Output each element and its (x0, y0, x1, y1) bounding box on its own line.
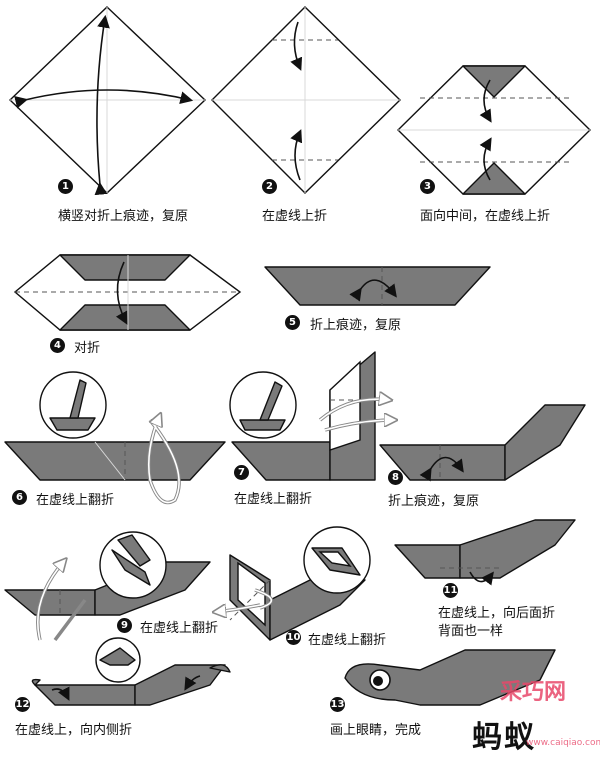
step3-number: 3 (420, 179, 435, 194)
step8-number: 8 (388, 470, 403, 485)
step1-number: 1 (58, 179, 73, 194)
step11-number: 11 (443, 583, 458, 598)
step4-figure (13, 254, 242, 331)
step13-text: 画上眼睛，完成 (330, 723, 422, 738)
step1-text: 横竖对折上痕迹，复原 (58, 209, 189, 224)
watermark-url: www.caiqiao.com (526, 738, 600, 748)
step1-figure (8, 6, 207, 196)
step4-text: 对折 (74, 341, 101, 356)
step7-number: 7 (234, 465, 249, 480)
step2-number: 2 (262, 179, 277, 194)
step6-text: 在虚线上翻折 (36, 493, 115, 508)
step9-figure (4, 531, 211, 642)
step9-number: 9 (117, 618, 132, 633)
step4-number: 4 (50, 338, 65, 353)
step11-text-line2: 背面也一样 (438, 624, 504, 639)
step10-text: 在虚线上翻折 (308, 633, 387, 648)
step8-figure (379, 404, 586, 482)
step2-figure (211, 6, 402, 194)
step8-text: 折上痕迹，复原 (388, 494, 480, 509)
step5-number: 5 (285, 315, 300, 330)
step7-figure (229, 351, 395, 481)
step10-number: 10 (286, 630, 301, 645)
step11-text-line1: 在虚线上，向后面折 (438, 606, 556, 621)
step7-text: 在虚线上翻折 (234, 492, 313, 507)
step6-number: 6 (12, 490, 27, 505)
step9-text: 在虚线上翻折 (140, 621, 219, 636)
step6-figure (4, 371, 226, 505)
diagram-title: 蚂蚁 (472, 720, 536, 755)
step13-number: 13 (330, 697, 345, 712)
step12-text: 在虚线上，向内侧折 (15, 723, 133, 738)
step5-text: 折上痕迹，复原 (310, 318, 402, 333)
step5-figure (264, 266, 491, 306)
step11-figure (394, 519, 576, 586)
step12-figure (31, 637, 231, 706)
watermark-logo: 采巧网 (500, 680, 567, 705)
step3-text: 面向中间，在虚线上折 (420, 209, 551, 224)
step3-figure (397, 65, 591, 195)
step2-text: 在虚线上折 (262, 209, 328, 224)
step12-number: 12 (15, 697, 30, 712)
step13-figure (344, 649, 556, 706)
step10-figure (215, 526, 371, 641)
